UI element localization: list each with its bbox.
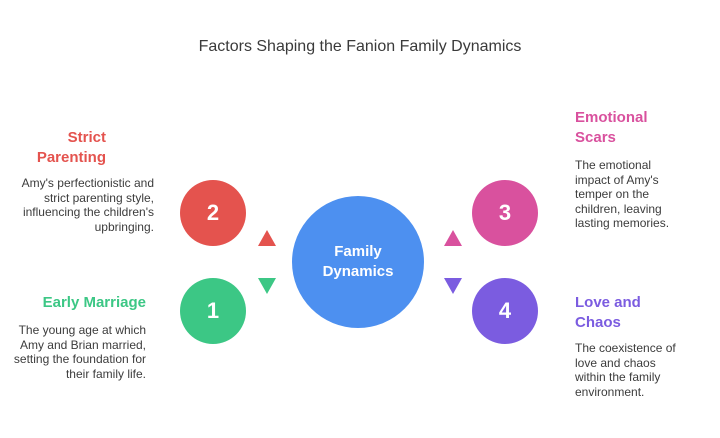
factor-3-heading: Emotional Scars [575,109,648,146]
factor-2-number: 2 [206,200,220,225]
factor-4-number: 4 [498,298,512,323]
arrow-down-icon [258,278,276,294]
factor-4-heading: Love and Chaos [575,294,641,331]
factor-1-number: 1 [206,298,220,323]
factor-1-description: The young age at which Amy and Brian mar… [13,323,146,381]
factor-3-number: 3 [498,200,512,225]
factor-2-description: Amy's perfectionistic and strict parenti… [21,176,154,234]
arrow-down-icon [444,278,462,294]
factor-1-heading: Early Marriage [42,294,146,311]
diagram-title: Factors Shaping the Fanion Family Dynami… [198,38,522,55]
center-node: Family Dynamics [292,196,424,328]
center-label: Family Dynamics [322,243,394,280]
factor-4-circle: 4 [472,278,538,344]
factor-2-heading: Strict Parenting [36,129,106,166]
arrow-up-icon [444,230,462,246]
arrow-up-icon [258,230,276,246]
factor-1-circle: 1 [180,278,246,344]
factor-2-circle: 2 [180,180,246,246]
factor-4-description: The coexistence of love and chaos within… [575,341,676,399]
factor-3-circle: 3 [472,180,538,246]
factor-3-description: The emotional impact of Amy's temper on … [575,158,670,230]
